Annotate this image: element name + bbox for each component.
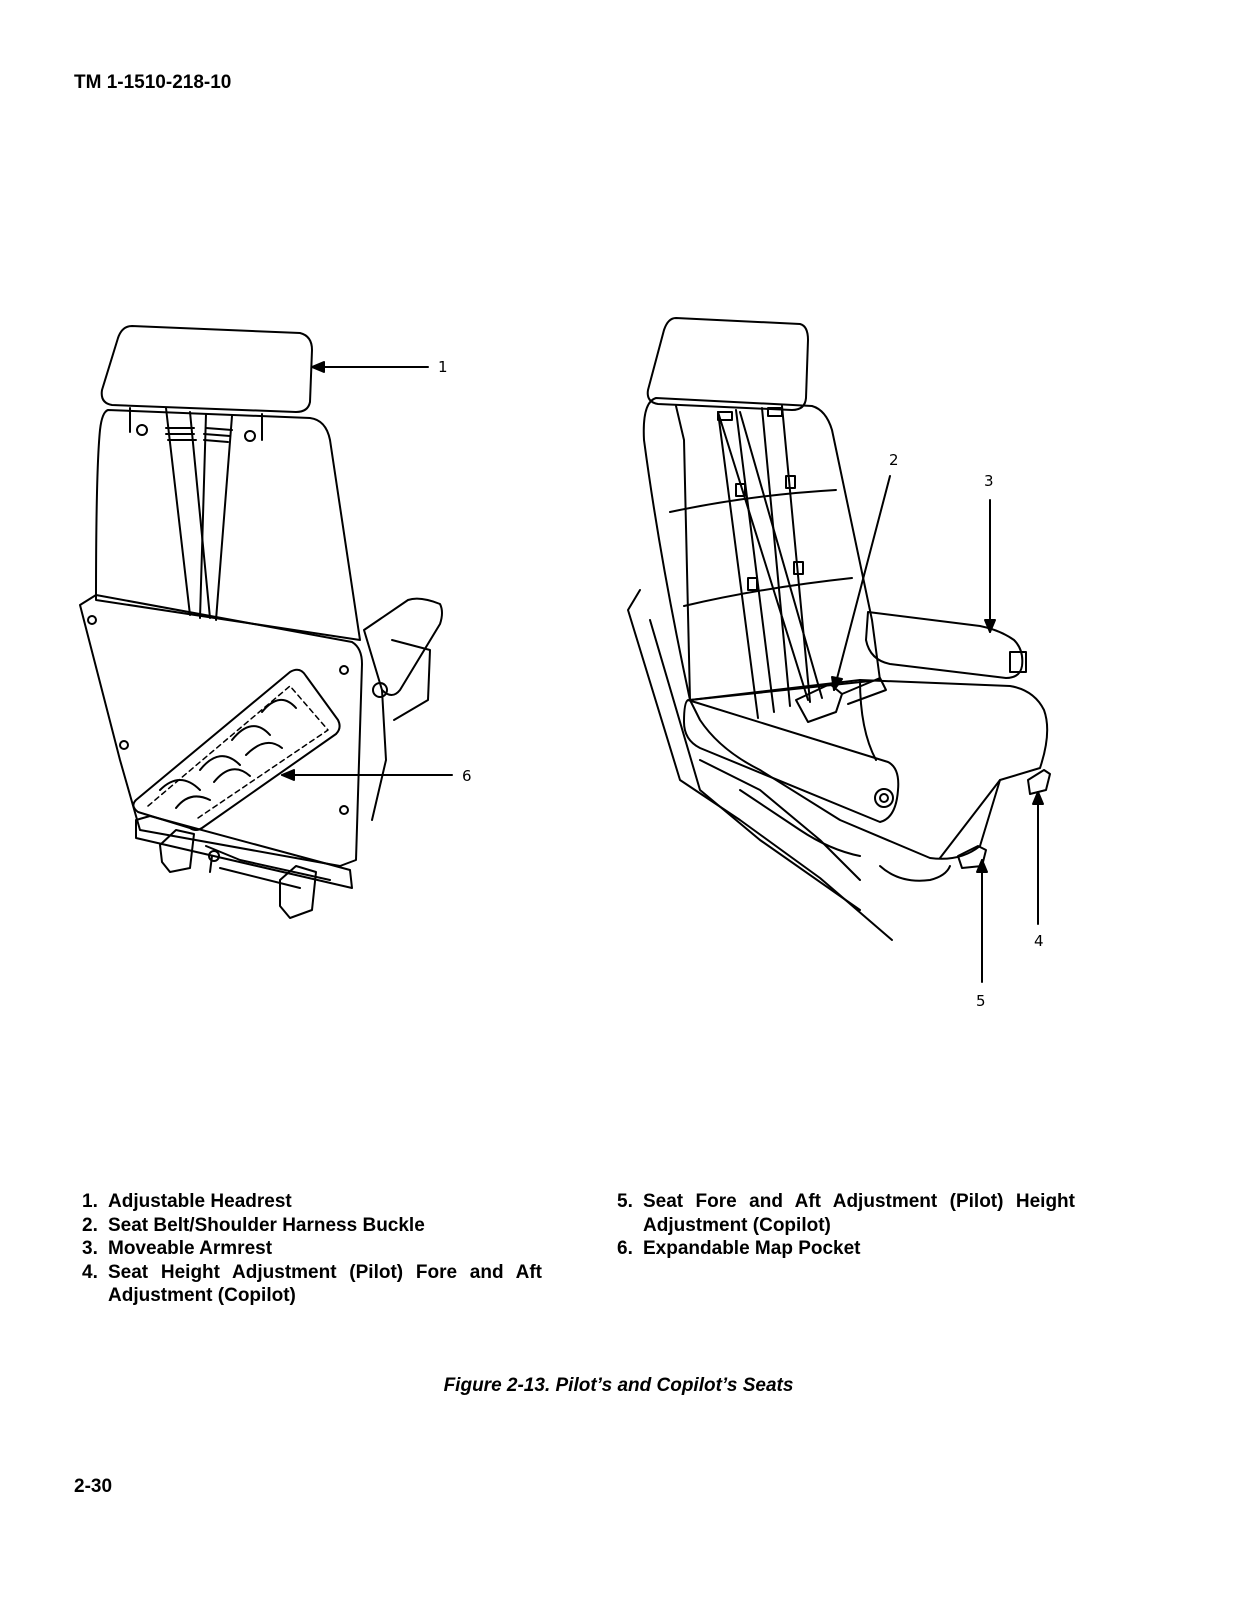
legend-number: 1. — [82, 1191, 98, 1212]
callout-4-leader — [1032, 791, 1044, 925]
seatback-right — [642, 397, 881, 701]
headrest-left — [100, 325, 313, 413]
figure-caption: Figure 2-13. Pilot’s and Copilot’s Seats — [443, 1375, 794, 1396]
seat-frame-right — [627, 589, 893, 941]
legend-number: 2. — [82, 1214, 98, 1236]
callout-4: 4 — [1034, 932, 1044, 950]
back-panel-left — [79, 594, 363, 867]
callout-3-leader — [984, 499, 996, 633]
legend-text: Adjustable Headrest — [108, 1191, 292, 1212]
legend-text: Seat Fore and Aft Adjustment (Pilot) Hei… — [643, 1191, 1075, 1236]
legend-item: 1. Adjustable Headrest — [82, 1190, 542, 1214]
seat-base-left — [135, 815, 353, 889]
document-header: TM 1-1510-218-10 — [74, 72, 232, 93]
seat-illustration: 1 2 3 4 5 6 — [0, 290, 1237, 1050]
headrest-right — [646, 317, 809, 411]
callout-1: 1 — [438, 358, 448, 376]
buckle-right — [795, 683, 843, 723]
legend-item: 3. Moveable Armrest — [82, 1237, 542, 1261]
legend-text: Seat Height Adjustment (Pilot) Fore and … — [108, 1261, 542, 1307]
lever-5 — [957, 845, 987, 869]
legend-item: 4. Seat Height Adjustment (Pilot) Fore a… — [82, 1261, 542, 1308]
legend-text: Moveable Armrest — [108, 1238, 273, 1259]
map-pocket — [132, 668, 341, 831]
seats-line-drawing: 1 2 3 4 5 6 — [79, 317, 1051, 1010]
callout-5: 5 — [976, 992, 986, 1010]
legend-text: Seat Belt/Shoulder Harness Buckle — [108, 1214, 425, 1236]
legend-number: 5. — [617, 1191, 633, 1212]
pilot-seat-rear-view — [79, 325, 443, 919]
legend-text: Expandable Map Pocket — [643, 1238, 861, 1259]
copilot-seat-front-view — [627, 317, 1051, 941]
legend-left-column: 1. Adjustable Headrest 2. Seat Belt/Shou… — [82, 1190, 542, 1308]
callout-6: 6 — [462, 767, 472, 785]
seat-cushion-right — [689, 679, 1049, 860]
callout-1-leader — [311, 361, 429, 373]
legend-number: 4. — [82, 1261, 98, 1283]
callout-2: 2 — [889, 451, 899, 469]
callout-3: 3 — [984, 472, 994, 490]
legend-number: 6. — [617, 1238, 633, 1259]
legend-item: 2. Seat Belt/Shoulder Harness Buckle — [82, 1214, 542, 1238]
legend-item: 5. Seat Fore and Aft Adjustment (Pilot) … — [617, 1190, 1075, 1237]
legend-item: 6. Expandable Map Pocket — [617, 1237, 1075, 1261]
callout-6-leader — [281, 769, 453, 781]
page-number: 2-30 — [74, 1476, 113, 1497]
callout-2-leader — [831, 475, 891, 691]
armrest-left-view — [363, 597, 443, 696]
legend-right-column: 5. Seat Fore and Aft Adjustment (Pilot) … — [617, 1190, 1075, 1261]
lever-4 — [1027, 769, 1051, 795]
legend-number: 3. — [82, 1238, 98, 1259]
armrest-front — [683, 699, 900, 823]
seatback-left — [95, 409, 361, 641]
callout-5-leader — [976, 859, 988, 983]
armrest-right-view — [865, 611, 1024, 679]
